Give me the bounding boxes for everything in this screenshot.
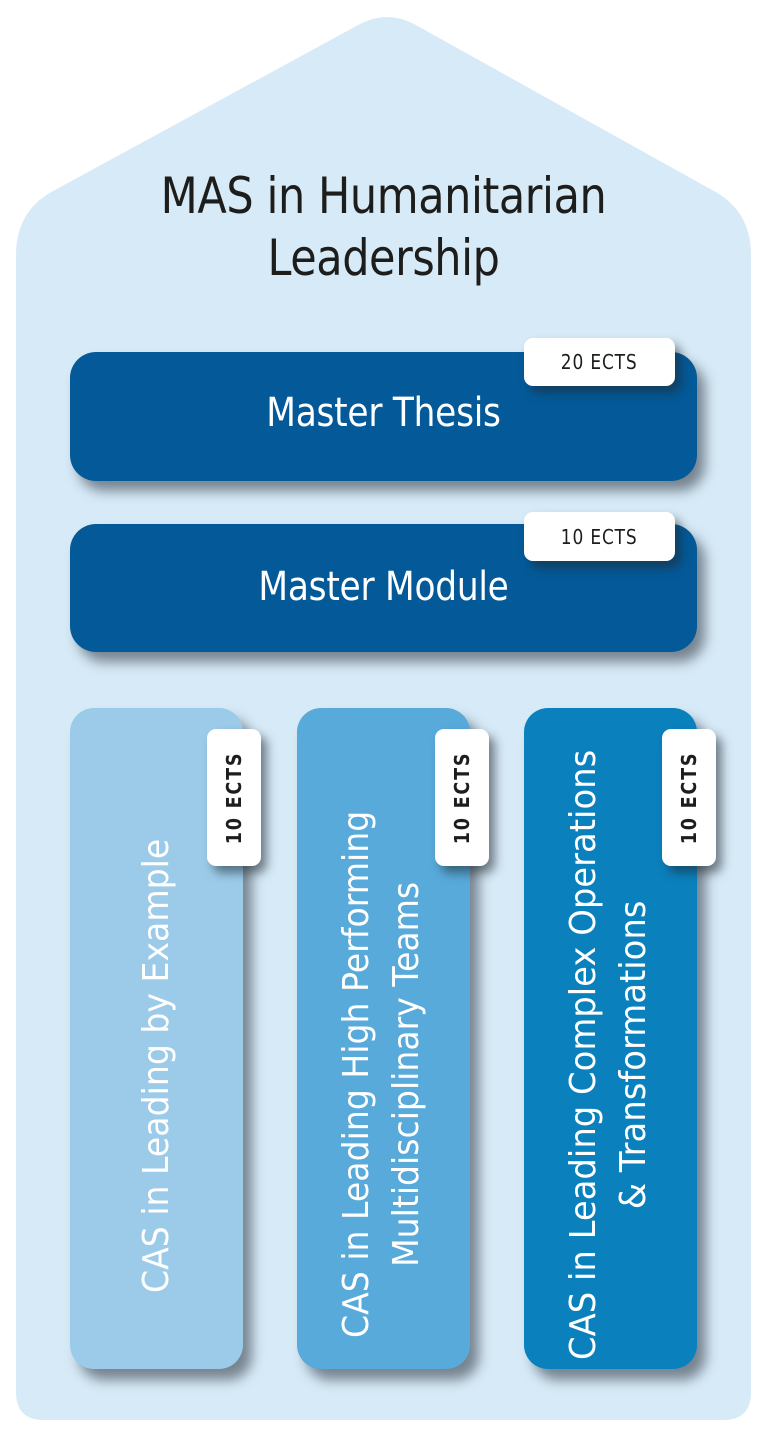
title-line-2: Leadership xyxy=(267,229,500,287)
cas-2-label-line-2: Multidisciplinary Teams xyxy=(386,881,427,1267)
cas-1-credits-badge: 10 ECTS xyxy=(207,729,261,866)
cas-2-label: CAS in Leading High Performing Multidisc… xyxy=(332,811,432,1338)
cas-2-label-line-1: CAS in Leading High Performing xyxy=(336,810,377,1338)
master-module-credits: 10 ECTS xyxy=(561,524,638,549)
cas-1-label: CAS in Leading by Example xyxy=(132,839,182,1293)
cas-3-credits-badge: 10 ECTS xyxy=(662,729,716,866)
page-title: MAS in Humanitarian Leadership xyxy=(54,165,714,289)
master-thesis-credits-badge: 20 ECTS xyxy=(524,338,675,386)
cas-2-credits-badge: 10 ECTS xyxy=(435,729,489,866)
master-module-label: Master Module xyxy=(258,564,509,610)
cas-2-credits: 10 ECTS xyxy=(450,751,474,844)
cas-3-label-line-1: CAS in Leading Complex Operations xyxy=(563,749,604,1360)
master-module-credits-badge: 10 ECTS xyxy=(524,512,675,561)
cas-3-credits: 10 ECTS xyxy=(677,751,701,844)
cas-3-label: CAS in Leading Complex Operations & Tran… xyxy=(559,750,659,1360)
master-thesis-label: Master Thesis xyxy=(266,390,501,436)
cas-1-credits: 10 ECTS xyxy=(222,751,246,844)
title-line-1: MAS in Humanitarian xyxy=(160,167,607,225)
master-thesis-credits: 20 ECTS xyxy=(561,350,638,374)
cas-3-label-line-2: & Transformations xyxy=(613,900,654,1210)
cas-1-label-line-1: CAS in Leading by Example xyxy=(136,838,177,1293)
